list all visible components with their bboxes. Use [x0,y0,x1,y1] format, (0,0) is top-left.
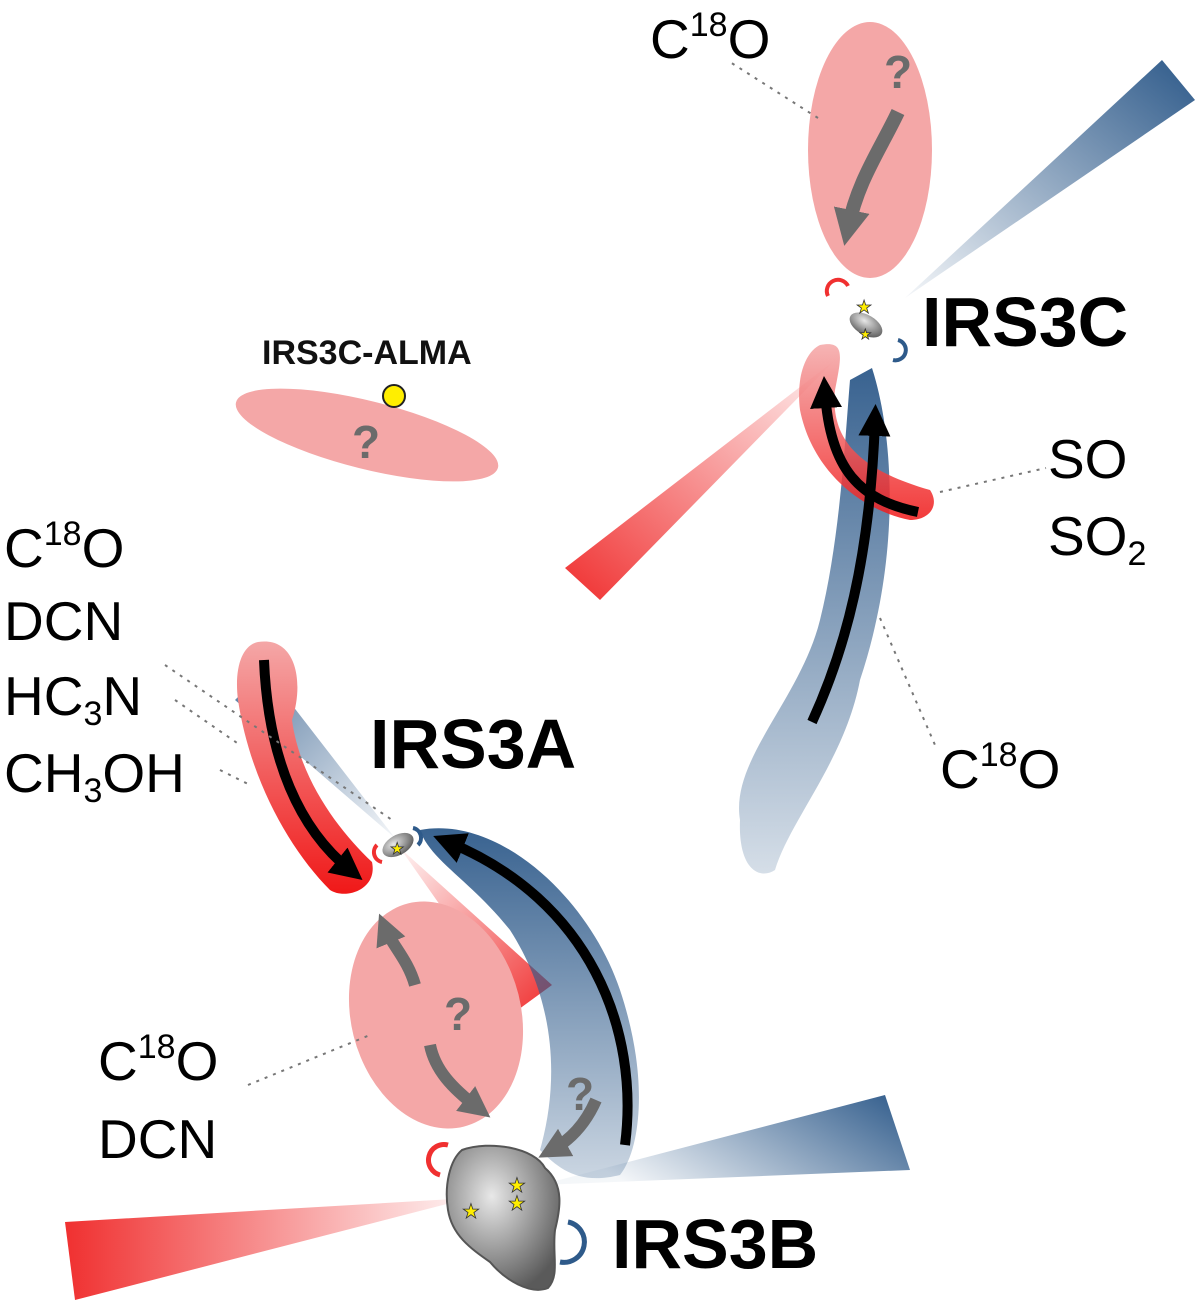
rotation-arrow-icon [426,1141,449,1178]
irs3c-label: IRS3C [922,283,1128,361]
rotation-arrow-icon [371,843,383,864]
bridge-c18o-region [348,901,524,1129]
irs3b-uncertain-infall-arrow [538,1097,602,1158]
rotation-arrow-icon [824,277,850,297]
rotation-arrow-icon [559,1219,587,1265]
irs3a-red-flow-arrow [259,659,363,881]
irs3a-dcn-label: DCN [4,590,123,652]
irs3c-redshifted-outflow [565,360,835,600]
irs3c-c18o-flow-arrow [807,404,891,725]
irs3c-blueshifted-outflow [905,60,1195,298]
star-icon: ★ [508,1175,526,1197]
bridge-uncertain-up-arrow [376,913,421,987]
irs3c-so-flow-arrow [810,376,920,517]
irs3a-blue-arc-streamer [420,828,639,1179]
irs3a-label: IRS3A [370,705,576,783]
star-icon: ★ [859,326,872,342]
irs3a-red-streamer [236,641,373,894]
irs3a-blue-flow-arrow [433,833,633,1146]
irs3c-blue-streamer [739,368,890,874]
irs3a-protostar-disk: ★ [371,826,424,864]
bridge-uncertain-down-arrow [424,1043,491,1118]
question-mark-icon: ? [352,416,380,468]
irs3c-so2-label: SO2 [1048,505,1146,573]
irs3a-c18o-label: C18O [4,515,124,579]
irs3c-protostar-disk: ★ ★ [824,277,908,363]
irs3a-hc3n-label: HC3N [4,665,142,733]
star-icon: ★ [508,1193,526,1215]
irs3b-label: IRS3B [612,1205,818,1283]
star-icon: ★ [856,297,872,317]
irs3b-redshifted-outflow [65,1198,470,1300]
bridge-dcn-label: DCN [98,1108,217,1170]
irs3c-top-c18o-label: C18O [650,6,770,70]
rotation-arrow-icon [412,826,424,847]
irs3c-bottom-c18o-label: C18O [940,736,1060,800]
irs3a-ch3oh-label: CH3OH [4,742,185,810]
rotation-arrow-icon [892,338,908,363]
irs3c-so-label: SO [1048,428,1127,490]
irs3c-alma-source-dot [382,384,406,408]
bridge-c18o-label: C18O [98,1028,218,1092]
question-mark-icon: ? [444,988,472,1040]
star-icon: ★ [390,841,404,858]
irs3b-blueshifted-outflow [540,1095,910,1185]
irs3c-uncertain-infall-arrow [833,109,905,246]
irs3c-alma-region [235,388,499,482]
irs3c-c18o-infall-region [808,22,932,278]
irs3c-alma-label: IRS3C-ALMA [262,334,472,372]
question-mark-icon: ? [884,46,912,98]
irs3b-disk-body [445,1144,561,1291]
star-icon: ★ [462,1201,480,1223]
